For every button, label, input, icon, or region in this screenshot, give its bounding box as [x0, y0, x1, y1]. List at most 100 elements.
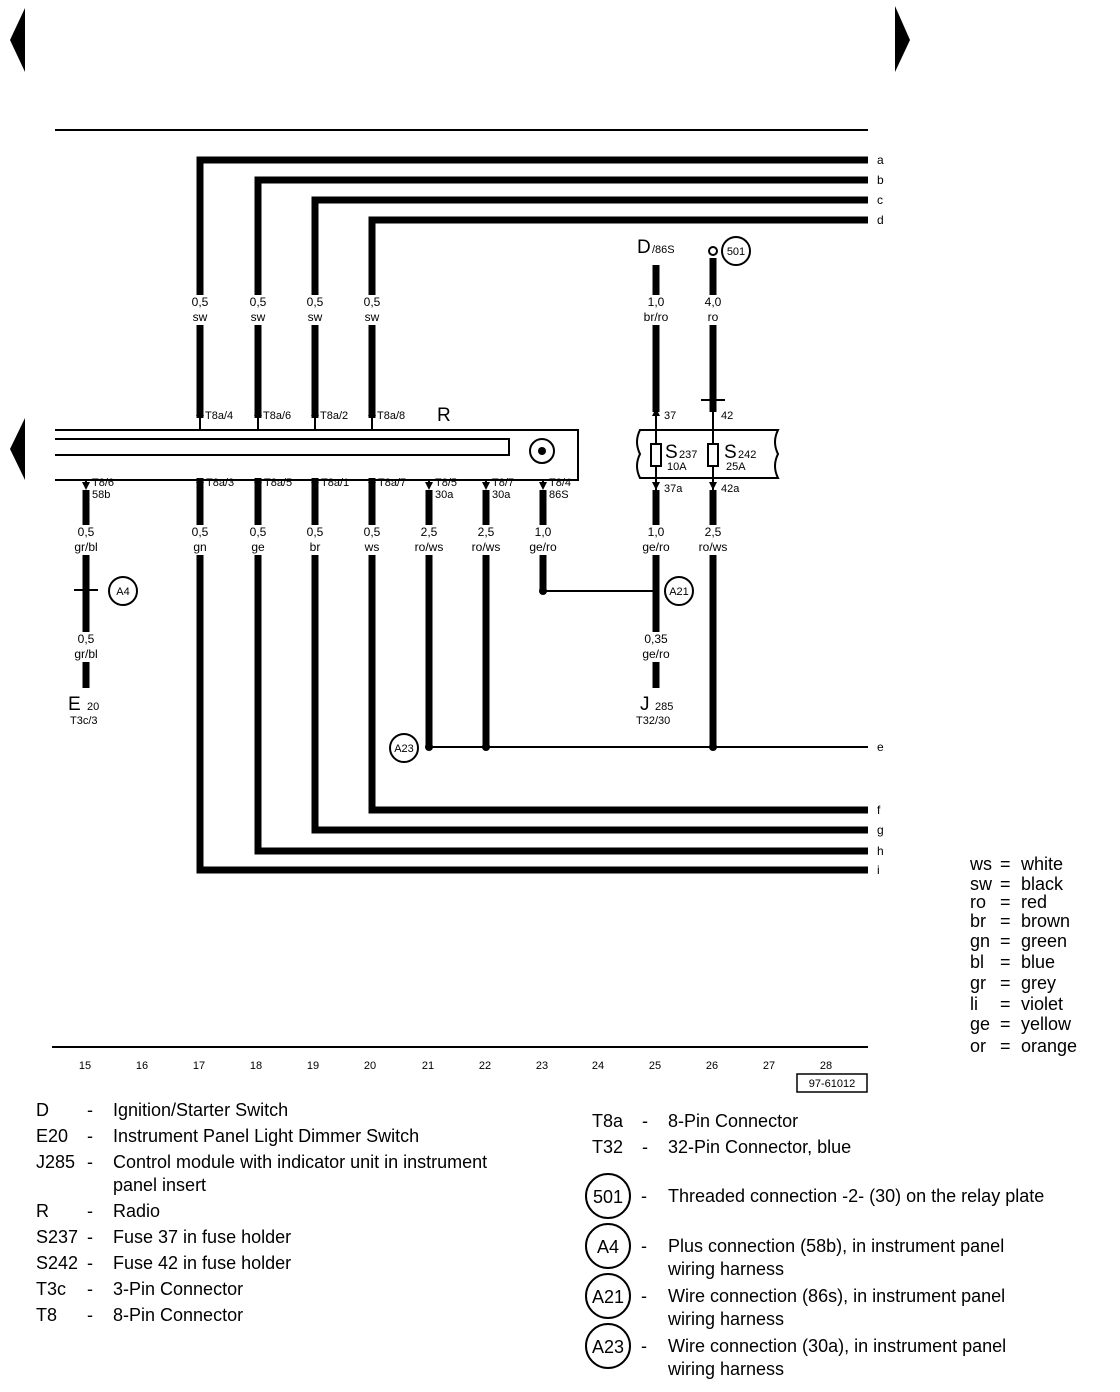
svg-text:gn: gn — [193, 540, 206, 554]
svg-text:Plus connection (58b), in inst: Plus connection (58b), in instrument pan… — [668, 1236, 1004, 1256]
svg-text:wiring harness: wiring harness — [667, 1309, 784, 1329]
fuse-s237-symbol — [650, 443, 662, 467]
edge-letter-c: c — [877, 193, 883, 207]
wire-color: sw — [365, 310, 380, 324]
svg-text:ge/ro: ge/ro — [642, 647, 670, 661]
svg-text:32-Pin Connector, blue: 32-Pin Connector, blue — [668, 1137, 851, 1157]
svg-text:T32: T32 — [592, 1137, 623, 1157]
edge-letter-a: a — [877, 153, 884, 167]
wire-size: 0,5 — [250, 295, 267, 309]
svg-text:=: = — [1000, 911, 1011, 931]
component-legend-right: T8a-8-Pin Connector T32-32-Pin Connector… — [592, 1111, 851, 1157]
svg-text:D: D — [637, 237, 651, 258]
wire-size: 0,5 — [192, 295, 209, 309]
svg-text:28: 28 — [820, 1060, 832, 1072]
fuse-holder — [636, 412, 780, 490]
svg-text:J: J — [640, 694, 650, 715]
e20-component: 0,5 gr/bl E 20 T3c/3 — [68, 632, 102, 727]
lower-bus-wires — [196, 478, 868, 874]
svg-text:1,0: 1,0 — [648, 525, 665, 539]
svg-text:0,35: 0,35 — [644, 632, 668, 646]
svg-text:Threaded connection -2- (30) o: Threaded connection -2- (30) on the rela… — [668, 1186, 1044, 1206]
svg-text:42a: 42a — [721, 483, 740, 495]
svg-text:20: 20 — [364, 1060, 376, 1072]
upper-bus-wires — [196, 156, 868, 418]
svg-text:18: 18 — [250, 1060, 262, 1072]
svg-text:br: br — [310, 540, 321, 554]
svg-text:T8/5: T8/5 — [435, 477, 457, 489]
svg-text:8-Pin Connector: 8-Pin Connector — [668, 1111, 798, 1131]
svg-text:25A: 25A — [726, 461, 746, 473]
radio-label: R — [437, 405, 451, 426]
edge-letter-g: g — [877, 823, 884, 837]
svg-text:T8a: T8a — [592, 1111, 624, 1131]
pin-label: T8a/6 — [263, 410, 291, 422]
svg-text:10A: 10A — [667, 461, 687, 473]
svg-text:-: - — [87, 1305, 93, 1325]
svg-text:S: S — [724, 442, 737, 463]
svg-text:-: - — [87, 1126, 93, 1146]
svg-text:-: - — [641, 1186, 647, 1206]
svg-text:15: 15 — [79, 1060, 91, 1072]
svg-text:Control module with indicator: Control module with indicator unit in in… — [113, 1152, 487, 1172]
a4-circle — [108, 576, 138, 606]
svg-text:A21: A21 — [592, 1287, 624, 1307]
svg-text:19: 19 — [307, 1060, 319, 1072]
svg-text:ws: ws — [969, 854, 992, 874]
svg-text:-: - — [87, 1100, 93, 1120]
junction-dot — [539, 587, 547, 595]
wire-color: sw — [193, 310, 208, 324]
svg-text:-: - — [642, 1111, 648, 1131]
component-legend-left: D-Ignition/Starter Switch E20-Instrument… — [36, 1100, 487, 1325]
ruler-ticks: 15 16 17 18 19 20 21 22 23 24 25 26 27 2… — [79, 1060, 832, 1072]
svg-text:27: 27 — [763, 1060, 775, 1072]
svg-text:S237: S237 — [36, 1227, 78, 1247]
radio-component — [55, 429, 579, 481]
svg-text:1,0: 1,0 — [648, 295, 665, 309]
svg-text:gr/bl: gr/bl — [74, 647, 97, 661]
svg-text:21: 21 — [422, 1060, 434, 1072]
left-continuation-arrow[interactable] — [10, 418, 25, 480]
j285-component: 0,35 ge/ro J 285 T32/30 — [636, 632, 674, 727]
svg-text:-: - — [87, 1152, 93, 1172]
svg-text:25: 25 — [649, 1060, 661, 1072]
svg-text:blue: blue — [1021, 952, 1055, 972]
svg-text:A4: A4 — [597, 1237, 619, 1257]
edge-letter-b: b — [877, 173, 884, 187]
svg-text:-: - — [642, 1137, 648, 1157]
svg-text:20: 20 — [87, 701, 99, 713]
edge-letter-f: f — [877, 803, 881, 817]
svg-text:30a: 30a — [435, 489, 454, 501]
svg-text:0,5: 0,5 — [250, 525, 267, 539]
svg-text:white: white — [1020, 854, 1063, 874]
svg-text:T3c/3: T3c/3 — [70, 715, 98, 727]
next-page-arrow[interactable] — [895, 6, 910, 72]
svg-text:li: li — [970, 994, 978, 1014]
svg-text:A23: A23 — [394, 743, 414, 755]
svg-text:ge/ro: ge/ro — [529, 540, 557, 554]
svg-text:242: 242 — [738, 449, 756, 461]
svg-text:-: - — [641, 1236, 647, 1256]
svg-text:0,5: 0,5 — [192, 525, 209, 539]
svg-text:501: 501 — [593, 1187, 623, 1207]
svg-text:br/ro: br/ro — [644, 310, 669, 324]
radio-ground-symbol — [529, 438, 555, 464]
svg-text:bl: bl — [970, 952, 984, 972]
svg-text:1,0: 1,0 — [535, 525, 552, 539]
svg-text:=: = — [1000, 1036, 1011, 1056]
svg-text:=: = — [1000, 874, 1011, 894]
svg-text:86S: 86S — [549, 489, 569, 501]
svg-text:0,5: 0,5 — [307, 525, 324, 539]
a21-circle — [664, 576, 694, 606]
wire-size: 0,5 — [364, 295, 381, 309]
prev-page-arrow[interactable] — [10, 8, 25, 72]
svg-text:J285: J285 — [36, 1152, 75, 1172]
svg-text:ro: ro — [708, 310, 719, 324]
svg-text:black: black — [1021, 874, 1064, 894]
w501-label: 4,0 ro — [700, 246, 726, 325]
svg-text:=: = — [1000, 854, 1011, 874]
svg-text:2,5: 2,5 — [705, 525, 722, 539]
ref-number: 97-61012 — [809, 1078, 856, 1090]
svg-text:ro/ws: ro/ws — [699, 540, 728, 554]
